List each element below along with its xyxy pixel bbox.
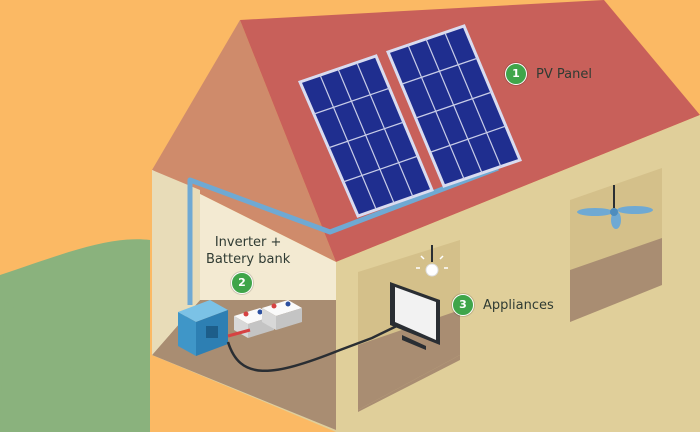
inverter-label-line2: Battery bank [206,252,291,267]
ground [0,300,150,432]
fan-room-floor [570,238,662,322]
step-badge-1: 1 [505,63,527,85]
battery-icon [234,300,302,338]
inverter-label: Inverter + Battery bank [206,234,290,268]
appliances-label: Appliances [483,298,554,313]
appliance-wire [226,320,406,373]
step-badge-3: 3 [452,294,474,316]
light-bulb-icon [416,245,448,277]
ceiling-fan-icon [577,185,653,229]
battery-wire [227,328,251,338]
solar-panel-icon [297,24,523,218]
pv-panel-label: PV Panel [536,67,592,82]
inverter-label-line1: Inverter + [214,235,282,250]
appliance-room-floor [358,355,460,412]
tv-icon [390,282,440,350]
inverter-icon [178,300,228,356]
roof-side [152,20,336,262]
solar-conduit [187,165,499,305]
step-badge-2: 2 [231,272,253,294]
